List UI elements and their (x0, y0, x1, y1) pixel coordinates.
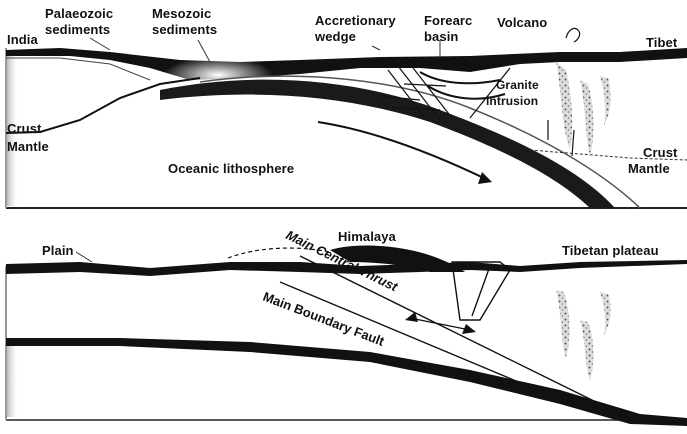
lower-slab (6, 338, 687, 426)
label-india: India (7, 33, 38, 47)
label-mesozoic-1: Mesozoic (152, 7, 211, 21)
label-tibetan-plateau: Tibetan plateau (562, 244, 659, 258)
label-palaeozoic-2: sediments (45, 23, 110, 37)
label-granite-2: intrusion (486, 94, 538, 108)
label-crust-left: Crust (7, 122, 41, 136)
granite-intrusion (556, 62, 572, 150)
label-volcano: Volcano (497, 16, 547, 30)
label-granite-1: Granite (496, 78, 539, 92)
label-palaeozoic-1: Palaeozoic (45, 7, 113, 21)
label-oceanic-lithosphere: Oceanic lithosphere (168, 162, 294, 176)
volcano-icon (566, 28, 580, 42)
label-mantle-right: Mantle (628, 162, 670, 176)
label-forearc-1: Forearc (424, 14, 472, 28)
label-plain: Plain (42, 244, 74, 258)
label-himalaya: Himalaya (338, 230, 396, 244)
label-mesozoic-2: sediments (152, 23, 217, 37)
label-tibet: Tibet (646, 36, 677, 50)
label-crust-right: Crust (643, 146, 677, 160)
label-forearc-2: basin (424, 30, 458, 44)
label-accretionary-1: Accretionary (315, 14, 396, 28)
top-panel (6, 28, 687, 208)
label-mantle-left: Mantle (7, 140, 49, 154)
label-accretionary-2: wedge (315, 30, 356, 44)
